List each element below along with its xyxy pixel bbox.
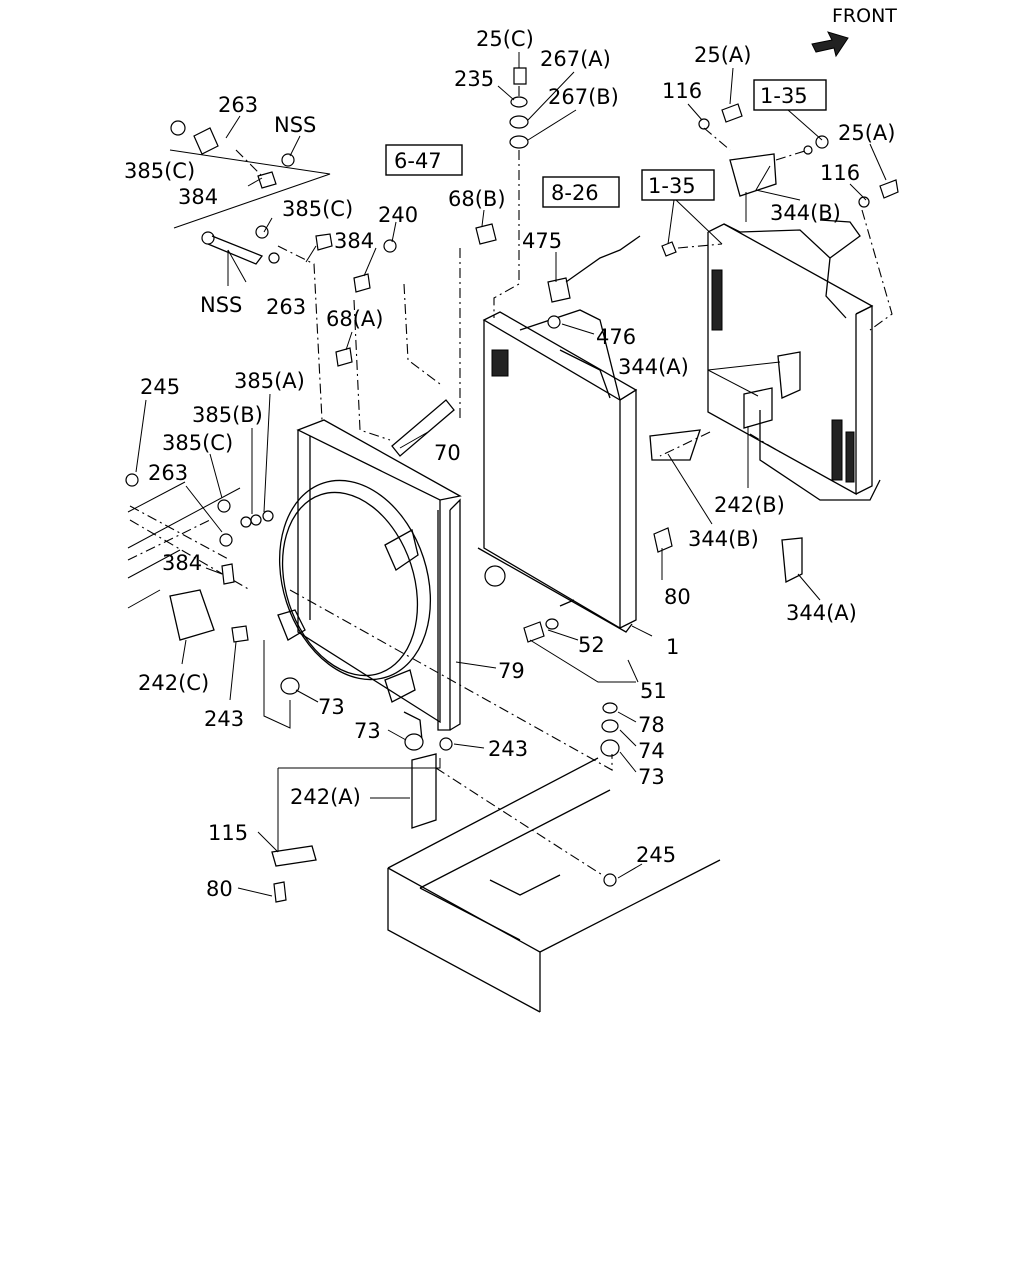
- callout: 79: [498, 659, 525, 683]
- callout: 267(B): [548, 85, 619, 109]
- intercooler: [707, 153, 881, 501]
- callout: 235: [454, 67, 494, 91]
- callout: 344(A): [786, 601, 857, 625]
- callout: 68(A): [326, 307, 383, 331]
- callout: 80: [206, 877, 233, 901]
- front-indicator: FRONT: [811, 5, 897, 58]
- callout: 243: [204, 707, 244, 731]
- callout: 267(A): [540, 47, 611, 71]
- callout: 25(A): [694, 43, 751, 67]
- ref-box-1-35-right: 1-35: [760, 84, 808, 108]
- callout: 73: [638, 765, 665, 789]
- callout: 80: [664, 585, 691, 609]
- chassis-frame: [127, 481, 721, 1013]
- callout: 1: [666, 635, 679, 659]
- callout: 384: [334, 229, 374, 253]
- callout: 384: [178, 185, 218, 209]
- callout: 243: [488, 737, 528, 761]
- callout: 263: [218, 93, 258, 117]
- callout: 116: [662, 79, 702, 103]
- callout: 344(B): [688, 527, 759, 551]
- callout-labels: 25(C) 267(A) 235 267(B) 25(A) 116 25(A) …: [124, 27, 895, 901]
- callout: 116: [820, 161, 860, 185]
- callout: NSS: [274, 113, 316, 137]
- fan-shroud: [277, 419, 462, 724]
- ref-box-8-26: 8-26: [551, 181, 599, 205]
- radiator-core: [477, 309, 638, 633]
- callout: 245: [636, 843, 676, 867]
- callout: 385(C): [282, 197, 353, 221]
- callout: 240: [378, 203, 418, 227]
- callout: 384: [162, 551, 202, 575]
- callout: 242(C): [138, 671, 209, 695]
- callout: 51: [640, 679, 667, 703]
- callout: 73: [318, 695, 345, 719]
- side-support-channel: [403, 498, 461, 741]
- callout: 74: [638, 739, 665, 763]
- front-arrow-icon: [811, 31, 849, 58]
- callout: 242(A): [290, 785, 361, 809]
- callout: 263: [266, 295, 306, 319]
- callout: 78: [638, 713, 665, 737]
- callout: 115: [208, 821, 248, 845]
- front-label: FRONT: [832, 5, 897, 27]
- ref-box-6-47: 6-47: [394, 149, 442, 173]
- callout: 25(C): [476, 27, 534, 51]
- callout: 344(B): [770, 201, 841, 225]
- callout: 385(C): [162, 431, 233, 455]
- callout: 476: [596, 325, 636, 349]
- callout: 263: [148, 461, 188, 485]
- ref-box-1-35-left: 1-35: [648, 174, 696, 198]
- callout: 73: [354, 719, 381, 743]
- leader-lines: [135, 52, 887, 897]
- callout: 68(B): [448, 187, 506, 211]
- alignment-lines: [129, 86, 893, 877]
- callout: 385(C): [124, 159, 195, 183]
- callout: 245: [140, 375, 180, 399]
- callout: 242(B): [714, 493, 785, 517]
- callout: 385(A): [234, 369, 305, 393]
- callout: NSS: [200, 293, 242, 317]
- callout: 344(A): [618, 355, 689, 379]
- callout: 52: [578, 633, 605, 657]
- boxed-references: 6-47 8-26 1-35 1-35: [385, 79, 827, 208]
- hardware-parts: [125, 67, 899, 903]
- callout: 475: [522, 229, 562, 253]
- callout: 385(B): [192, 403, 263, 427]
- callout: 70: [434, 441, 461, 465]
- callout: 25(A): [838, 121, 895, 145]
